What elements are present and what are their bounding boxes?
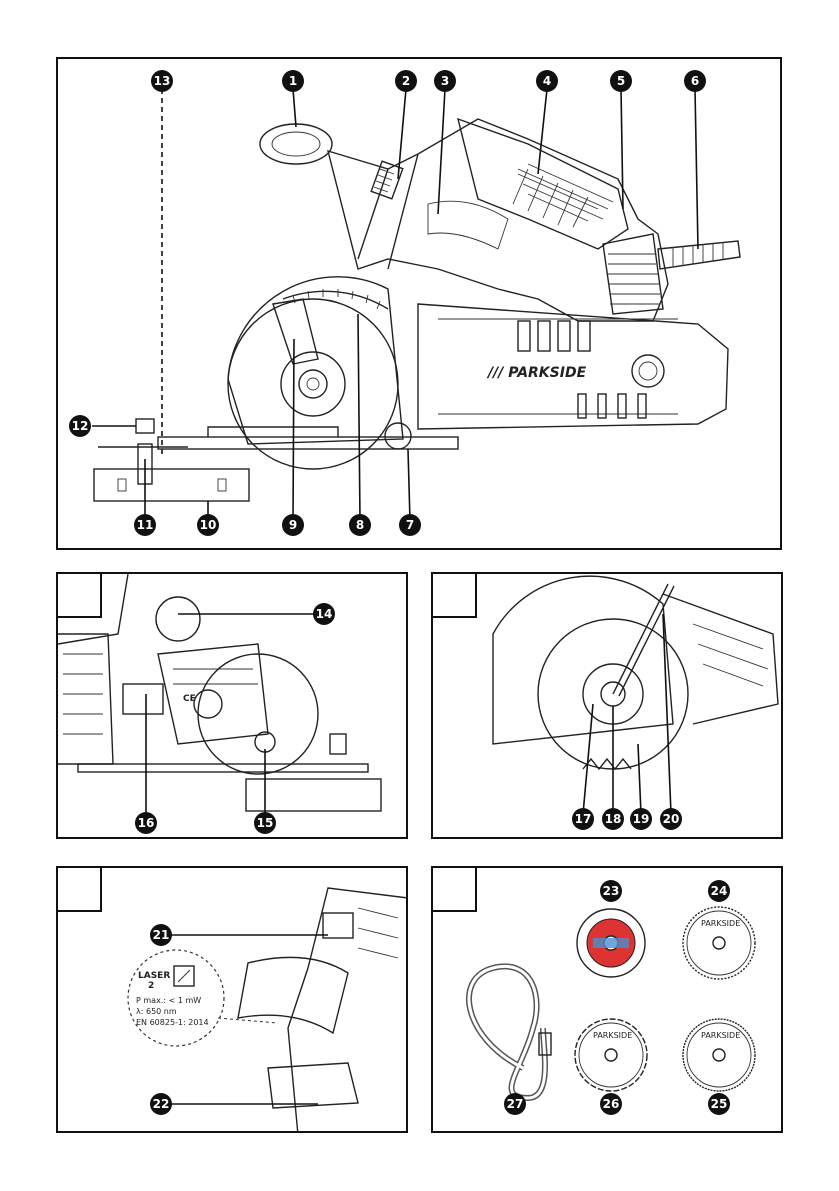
callout-15: 15 <box>254 812 276 834</box>
figure-d-panel: PARKSIDE PARKSIDE PARKSIDE 23 24 25 26 2… <box>431 866 783 1133</box>
allen-key <box>613 584 668 694</box>
svg-text:7: 7 <box>406 518 414 532</box>
saw-blade-80-teeth: PARKSIDE <box>683 1019 755 1091</box>
figure-b-panel: 17 18 19 20 <box>431 572 783 839</box>
svg-text:4: 4 <box>543 74 551 88</box>
blade-guard-rear <box>198 654 318 774</box>
depth-adjustment-lever <box>273 299 318 364</box>
blade-change-drawing: 17 18 19 20 <box>433 574 783 839</box>
figure-d-corner-box <box>431 866 477 912</box>
figure-a-corner-box <box>56 572 102 618</box>
callout-2: 2 <box>395 70 417 92</box>
callout-14: 14 <box>313 603 335 625</box>
callout-12: 12 <box>69 415 91 437</box>
svg-text:6: 6 <box>691 74 699 88</box>
svg-text:5: 5 <box>617 74 625 88</box>
callout-10: 10 <box>197 514 219 536</box>
svg-text:3: 3 <box>441 74 449 88</box>
callout-19: 19 <box>630 808 652 830</box>
svg-text:21: 21 <box>153 928 170 942</box>
callout-27: 27 <box>504 1093 526 1115</box>
svg-text:PARKSIDE: PARKSIDE <box>593 1031 632 1040</box>
locking-screw-front <box>385 423 411 449</box>
spindle-lock-knob <box>632 355 664 387</box>
ce-mark: CE <box>183 694 196 704</box>
callout-17: 17 <box>572 808 594 830</box>
svg-text:PARKSIDE: PARKSIDE <box>701 919 740 928</box>
saw-blade-60-teeth: PARKSIDE <box>683 907 755 979</box>
callout-23: 23 <box>600 880 622 902</box>
callout-21: 21 <box>150 924 172 946</box>
figure-b-corner-box <box>431 572 477 618</box>
laser-power: P max.: < 1 mW <box>136 996 201 1005</box>
svg-text:11: 11 <box>137 518 154 532</box>
svg-text:12: 12 <box>72 419 89 433</box>
callout-6: 6 <box>684 70 706 92</box>
laser-wavelength: λ: 650 nm <box>136 1007 177 1016</box>
svg-text:1: 1 <box>289 74 297 88</box>
auxiliary-handle-loop <box>260 124 332 164</box>
main-overview-panel: /// PARKSIDE <box>56 57 782 550</box>
saw-rear-view-drawing: CE 14 15 16 <box>58 574 408 839</box>
svg-text:22: 22 <box>153 1097 170 1111</box>
bevel-lock-knob <box>156 597 200 641</box>
guide-lock-knob <box>136 419 154 433</box>
svg-text:27: 27 <box>507 1097 524 1111</box>
blade-guard <box>228 277 403 444</box>
svg-text:24: 24 <box>711 884 728 898</box>
circular-saw-side-view: /// PARKSIDE <box>58 59 782 550</box>
callout-25: 25 <box>708 1093 730 1115</box>
callout-18: 18 <box>602 808 624 830</box>
callout-3: 3 <box>434 70 456 92</box>
callout-4: 4 <box>536 70 558 92</box>
svg-text:8: 8 <box>356 518 364 532</box>
callout-13: 13 <box>151 70 173 92</box>
trigger-switch <box>428 201 508 249</box>
svg-text:15: 15 <box>257 816 274 830</box>
laser-class: 2 <box>148 981 154 991</box>
svg-text:20: 20 <box>663 812 680 826</box>
laser-module-drawing: LASER 2 P max.: < 1 mW λ: 650 nm EN 6082… <box>58 868 408 1133</box>
callout-9: 9 <box>282 514 304 536</box>
callout-8: 8 <box>349 514 371 536</box>
accessories-drawing: PARKSIDE PARKSIDE PARKSIDE 23 24 25 26 2… <box>433 868 783 1133</box>
figure-c-corner-box <box>56 866 102 912</box>
svg-text:19: 19 <box>633 812 650 826</box>
callout-24: 24 <box>708 880 730 902</box>
laser-standard: EN 60825-1: 2014 <box>136 1018 209 1027</box>
power-cable <box>658 241 740 269</box>
svg-text:13: 13 <box>154 74 171 88</box>
blade-guard <box>493 576 673 744</box>
svg-text:10: 10 <box>200 518 217 532</box>
callout-1: 1 <box>282 70 304 92</box>
callout-26: 26 <box>600 1093 622 1115</box>
svg-text:17: 17 <box>575 812 592 826</box>
callout-11: 11 <box>134 514 156 536</box>
figure-c-panel: LASER 2 P max.: < 1 mW λ: 650 nm EN 6082… <box>56 866 408 1133</box>
svg-text:25: 25 <box>711 1097 728 1111</box>
dust-port-adapter <box>123 684 163 714</box>
callout-22: 22 <box>150 1093 172 1115</box>
diamond-cutting-disc <box>577 909 645 977</box>
svg-text:2: 2 <box>402 74 410 88</box>
parkside-logo: /// PARKSIDE <box>486 365 587 381</box>
svg-text:PARKSIDE: PARKSIDE <box>701 1031 740 1040</box>
figure-a-panel: CE 14 15 16 <box>56 572 408 839</box>
callout-7: 7 <box>399 514 421 536</box>
svg-text:16: 16 <box>138 816 155 830</box>
callout-5: 5 <box>610 70 632 92</box>
saw-blade-24-teeth: PARKSIDE <box>575 1019 647 1091</box>
callout-16: 16 <box>135 812 157 834</box>
svg-text:14: 14 <box>316 607 333 621</box>
svg-text:18: 18 <box>605 812 622 826</box>
svg-text:26: 26 <box>603 1097 620 1111</box>
laser-housing <box>238 957 348 1033</box>
parallel-guide-rear <box>246 779 381 811</box>
base-plate <box>158 437 458 449</box>
callout-20: 20 <box>660 808 682 830</box>
svg-text:9: 9 <box>289 518 297 532</box>
svg-text:23: 23 <box>603 884 620 898</box>
laser-title: LASER <box>138 971 170 981</box>
